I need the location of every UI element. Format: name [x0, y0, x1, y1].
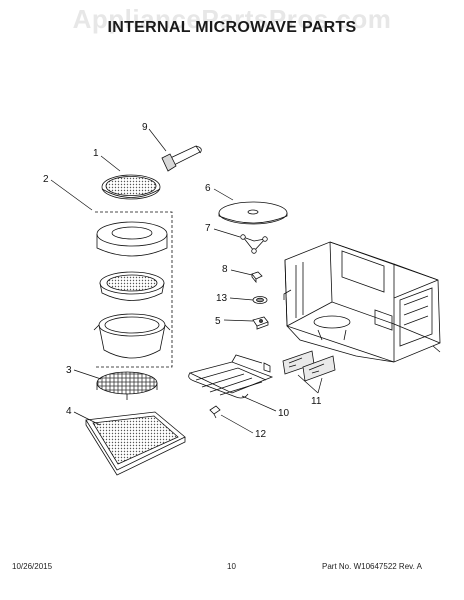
footer-part-number: Part No. W10647522 Rev. A — [322, 562, 422, 571]
part-10-heating-element — [188, 354, 274, 399]
callout-12: 12 — [255, 429, 267, 440]
leader-10 — [241, 395, 277, 412]
watermark: AppliancePartsPros.com — [72, 4, 392, 34]
page-title: INTERNAL MICROWAVE PARTS — [107, 19, 357, 36]
callout-7: 7 — [205, 223, 211, 234]
callout-labels: 9 1 2 6 7 8 13 5 3 4 10 11 12 — [43, 122, 322, 440]
part-8-coupler — [251, 271, 263, 284]
callout-4: 4 — [66, 406, 72, 417]
leader-lines — [50, 128, 323, 434]
footer-date: 10/26/2015 — [12, 562, 53, 571]
microwave-cavity-chassis — [283, 241, 441, 363]
leader-4 — [73, 411, 101, 426]
leader-8 — [230, 269, 253, 276]
leader-13 — [229, 297, 254, 301]
leader-7 — [213, 228, 241, 238]
callout-6: 6 — [205, 183, 211, 194]
callout-9: 9 — [142, 122, 148, 133]
part-6-turntable — [218, 201, 288, 225]
leader-11a — [297, 374, 319, 394]
leader-12 — [220, 414, 254, 434]
part-3-round-rack — [96, 371, 158, 400]
part-12-clip — [209, 405, 221, 419]
part-4-crisper-tray — [85, 411, 186, 476]
leader-11b — [317, 377, 323, 394]
part-7-roller-support — [240, 234, 268, 254]
callout-3: 3 — [66, 365, 72, 376]
leader-9 — [148, 128, 167, 152]
callout-1: 1 — [93, 148, 99, 159]
part-5-sensor — [252, 316, 269, 330]
part-9-handle — [161, 145, 202, 172]
part-1-crisper-plate — [101, 174, 161, 200]
leader-6 — [213, 188, 234, 201]
callout-5: 5 — [215, 316, 221, 327]
leader-1 — [100, 155, 121, 172]
part-11-mica-covers — [282, 350, 336, 382]
part-2-steamer-assembly — [93, 211, 173, 368]
leader-3 — [73, 369, 102, 380]
callout-13: 13 — [216, 293, 228, 304]
callout-2: 2 — [43, 174, 49, 185]
callout-10: 10 — [278, 408, 290, 419]
callout-8: 8 — [222, 264, 228, 275]
footer-page-number: 10 — [227, 562, 236, 571]
part-13-thermal-fuse — [252, 296, 268, 304]
leader-5 — [223, 319, 254, 322]
callout-11: 11 — [311, 396, 322, 407]
leader-2 — [50, 179, 93, 211]
